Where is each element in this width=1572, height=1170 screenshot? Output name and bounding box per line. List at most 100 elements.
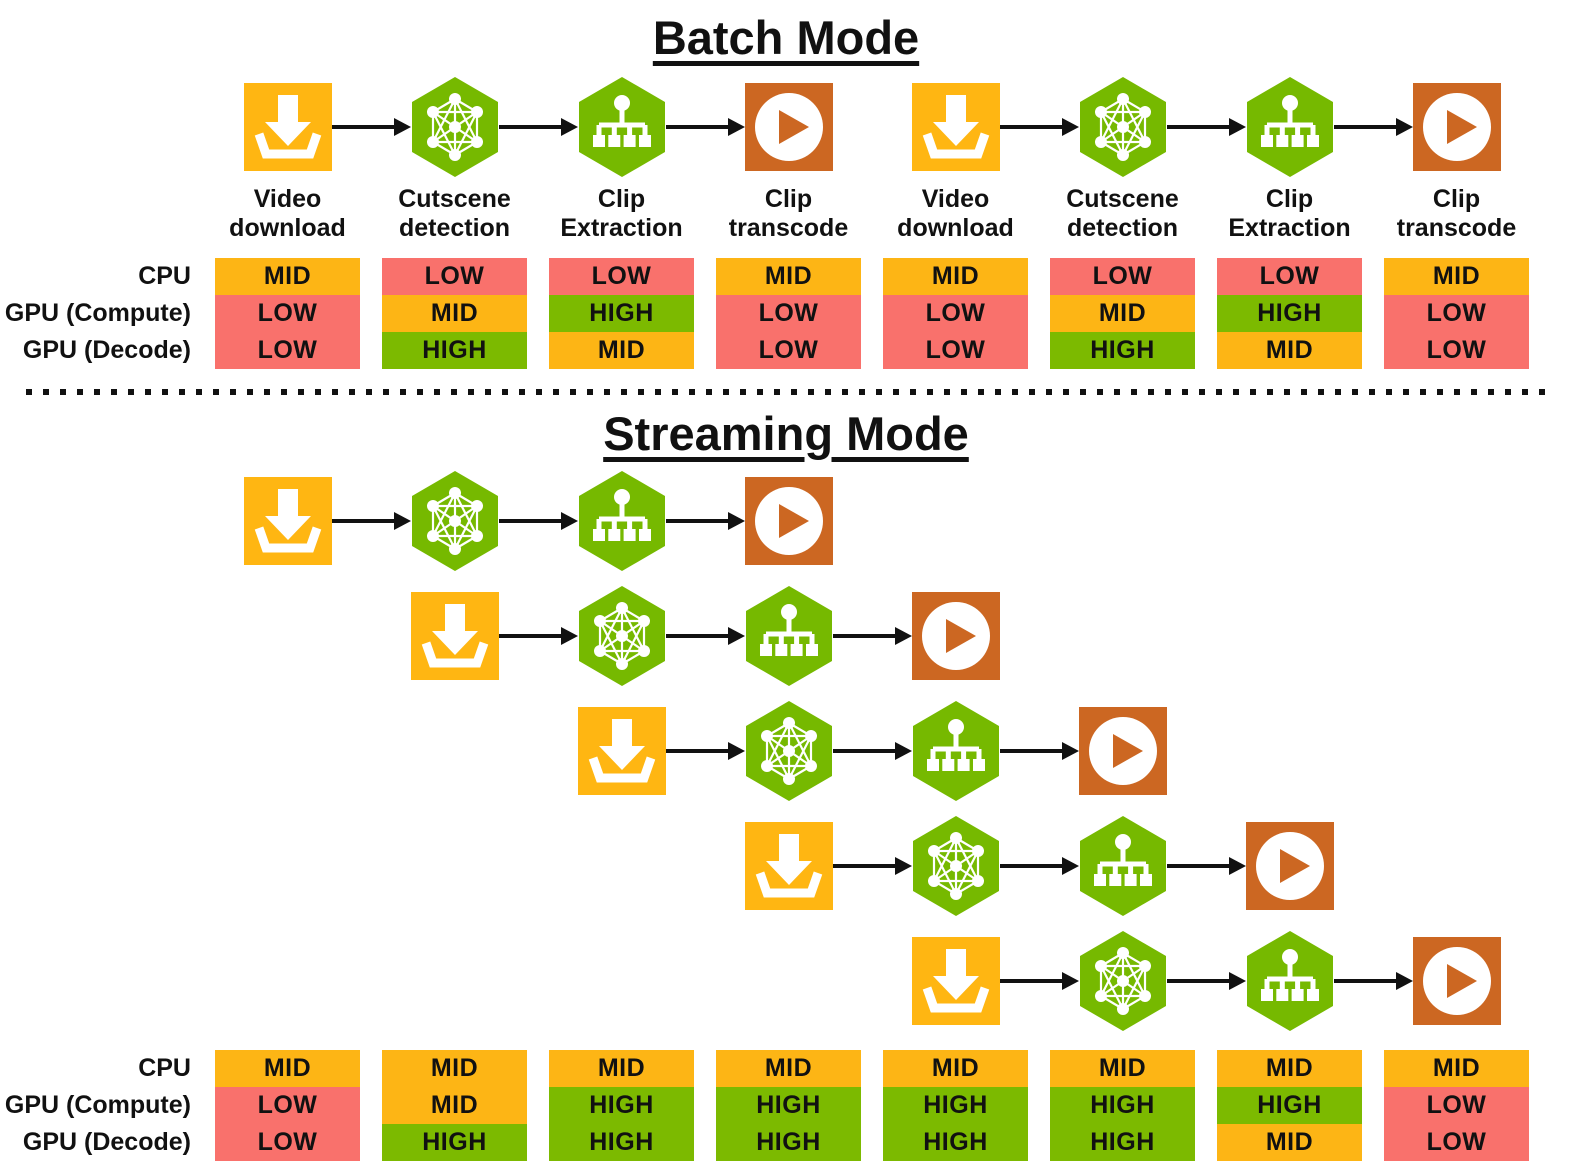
stage-clip-extraction bbox=[549, 76, 745, 178]
row-label-gpu-decode: GPU (Decode) bbox=[22, 1128, 191, 1156]
play-icon bbox=[745, 83, 833, 171]
utilization-cell: MID bbox=[716, 1050, 861, 1087]
stage-cutscene-detection bbox=[1050, 930, 1246, 1032]
utilization-cell: HIGH bbox=[1217, 295, 1362, 332]
stage-cutscene-detection bbox=[549, 585, 745, 687]
stage-clip-extraction bbox=[549, 470, 745, 572]
neural-network-icon bbox=[745, 700, 833, 802]
stage-clip-transcode bbox=[1050, 700, 1195, 802]
utilization-cell: MID bbox=[1384, 258, 1529, 295]
batch-utilization-table: CPU MID LOW LOW MID MID LOW LOW MID GPU … bbox=[0, 258, 1529, 369]
play-icon bbox=[1413, 937, 1501, 1025]
stage-label: Video download bbox=[229, 185, 346, 242]
row-label-cpu: CPU bbox=[138, 1054, 191, 1082]
utilization-cell: HIGH bbox=[1050, 1087, 1195, 1124]
utilization-cell: LOW bbox=[883, 332, 1028, 369]
download-icon bbox=[244, 477, 332, 565]
utilization-cell: MID bbox=[549, 1050, 694, 1087]
utilization-cell: LOW bbox=[1384, 1124, 1529, 1161]
download-icon bbox=[244, 83, 332, 171]
stage-cutscene-detection bbox=[382, 470, 578, 572]
utilization-cell: HIGH bbox=[549, 295, 694, 332]
utilization-cell: HIGH bbox=[716, 1087, 861, 1124]
utilization-cell: LOW bbox=[716, 295, 861, 332]
download-icon bbox=[912, 937, 1000, 1025]
utilization-cell: HIGH bbox=[549, 1087, 694, 1124]
batch-pipelines bbox=[0, 76, 1529, 178]
stage-clip-extraction bbox=[883, 700, 1079, 802]
streaming-pipeline-5 bbox=[0, 930, 1529, 1032]
utilization-cell: LOW bbox=[716, 332, 861, 369]
batch-mode-title: Batch Mode bbox=[652, 11, 920, 64]
neural-network-icon bbox=[578, 585, 666, 687]
clip-tree-icon bbox=[1079, 815, 1167, 917]
clip-tree-icon bbox=[1246, 76, 1334, 178]
utilization-cell: LOW bbox=[1050, 258, 1195, 295]
utilization-cell: HIGH bbox=[883, 1124, 1028, 1161]
utilization-cell: LOW bbox=[883, 295, 1028, 332]
stage-label: Cutscene detection bbox=[398, 185, 511, 242]
stage-clip-transcode bbox=[1384, 76, 1529, 178]
stage-clip-transcode bbox=[1217, 815, 1362, 917]
stage-video-download bbox=[716, 815, 912, 917]
utilization-cell: HIGH bbox=[382, 332, 527, 369]
stage-video-download bbox=[215, 470, 411, 572]
utilization-cell: MID bbox=[549, 332, 694, 369]
neural-network-icon bbox=[912, 815, 1000, 917]
stage-video-download bbox=[549, 700, 745, 802]
stage-label: Clip transcode bbox=[1396, 185, 1517, 242]
utilization-cell: MID bbox=[883, 1050, 1028, 1087]
utilization-cell: MID bbox=[883, 258, 1028, 295]
row-label-cpu: CPU bbox=[138, 262, 191, 290]
utilization-cell: HIGH bbox=[382, 1124, 527, 1161]
utilization-cell: LOW bbox=[215, 1087, 360, 1124]
download-icon bbox=[912, 83, 1000, 171]
utilization-cell: MID bbox=[382, 295, 527, 332]
download-icon bbox=[745, 822, 833, 910]
play-icon bbox=[912, 592, 1000, 680]
stage-cutscene-detection bbox=[883, 815, 1079, 917]
stage-clip-transcode bbox=[883, 585, 1028, 687]
utilization-cell: MID bbox=[1050, 295, 1195, 332]
utilization-cell: LOW bbox=[1217, 258, 1362, 295]
row-label-gpu-decode: GPU (Decode) bbox=[22, 336, 191, 364]
row-label-gpu-compute: GPU (Compute) bbox=[4, 299, 191, 327]
streaming-utilization-table: CPU MID MID MID MID MID MID MID MID GPU … bbox=[0, 1050, 1529, 1161]
neural-network-icon bbox=[411, 470, 499, 572]
utilization-cell: MID bbox=[215, 258, 360, 295]
utilization-cell: LOW bbox=[549, 258, 694, 295]
play-icon bbox=[1413, 83, 1501, 171]
stage-clip-extraction bbox=[1217, 76, 1413, 178]
neural-network-icon bbox=[411, 76, 499, 178]
clip-tree-icon bbox=[578, 76, 666, 178]
utilization-cell: LOW bbox=[1384, 332, 1529, 369]
clip-tree-icon bbox=[578, 470, 666, 572]
streaming-pipeline-2 bbox=[0, 585, 1529, 687]
utilization-cell: LOW bbox=[215, 332, 360, 369]
stage-clip-transcode bbox=[1384, 930, 1529, 1032]
utilization-cell: LOW bbox=[1384, 1087, 1529, 1124]
utilization-cell: MID bbox=[1217, 332, 1362, 369]
stage-video-download bbox=[215, 76, 411, 178]
neural-network-icon bbox=[1079, 930, 1167, 1032]
stage-label: Clip transcode bbox=[728, 185, 849, 242]
play-icon bbox=[745, 477, 833, 565]
utilization-cell: HIGH bbox=[1050, 1124, 1195, 1161]
stage-video-download bbox=[883, 76, 1079, 178]
utilization-cell: MID bbox=[382, 1087, 527, 1124]
stage-clip-extraction bbox=[1217, 930, 1413, 1032]
stage-video-download bbox=[883, 930, 1079, 1032]
utilization-cell: MID bbox=[1384, 1050, 1529, 1087]
neural-network-icon bbox=[1079, 76, 1167, 178]
streaming-pipeline-3 bbox=[0, 700, 1529, 802]
utilization-cell: LOW bbox=[215, 295, 360, 332]
play-icon bbox=[1246, 822, 1334, 910]
download-icon bbox=[411, 592, 499, 680]
stage-clip-transcode bbox=[716, 76, 861, 178]
utilization-cell: MID bbox=[1050, 1050, 1195, 1087]
utilization-cell: HIGH bbox=[1217, 1087, 1362, 1124]
utilization-cell: LOW bbox=[1384, 295, 1529, 332]
streaming-mode-title: Streaming Mode bbox=[603, 407, 969, 460]
stage-clip-extraction bbox=[1050, 815, 1246, 917]
